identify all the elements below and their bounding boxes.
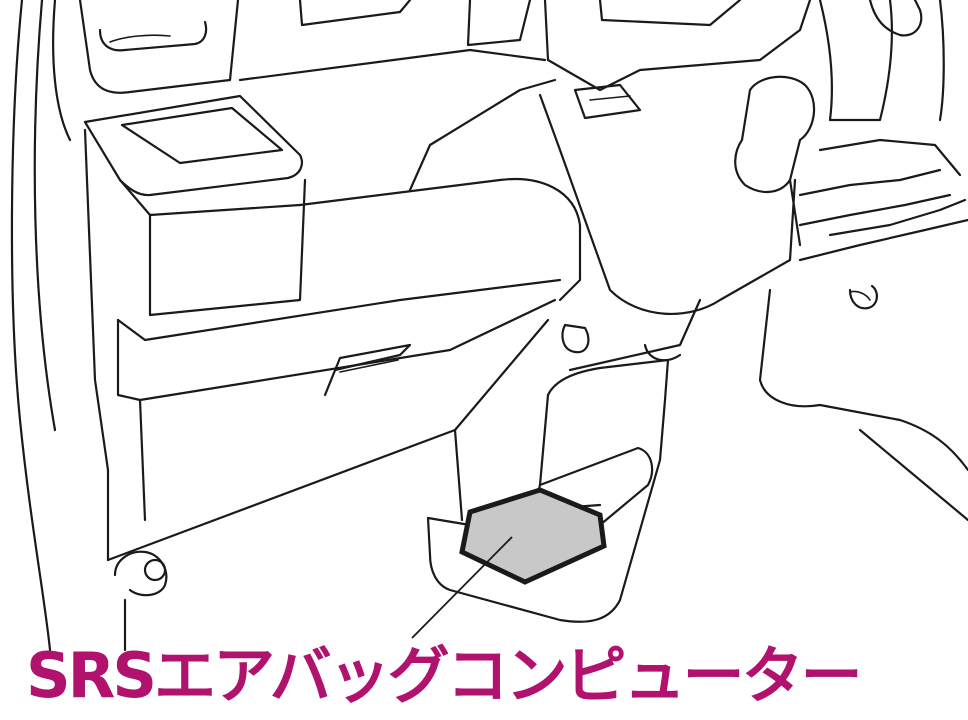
srs-computer-highlight bbox=[459, 487, 607, 585]
cup-holder bbox=[83, 94, 307, 317]
upper-dash bbox=[238, 0, 812, 92]
hood-release-knob bbox=[113, 550, 168, 652]
srs-airbag-computer bbox=[459, 487, 607, 585]
steering-area bbox=[758, 0, 968, 522]
shift-lever bbox=[734, 75, 816, 247]
callout-label: SRSエアバッグコンピューター bbox=[26, 639, 863, 712]
left-air-vent bbox=[78, 0, 240, 94]
callout-leader-line bbox=[411, 536, 513, 639]
glovebox-panel bbox=[83, 78, 582, 562]
left-pillar bbox=[10, 0, 72, 652]
center-console bbox=[538, 83, 797, 397]
